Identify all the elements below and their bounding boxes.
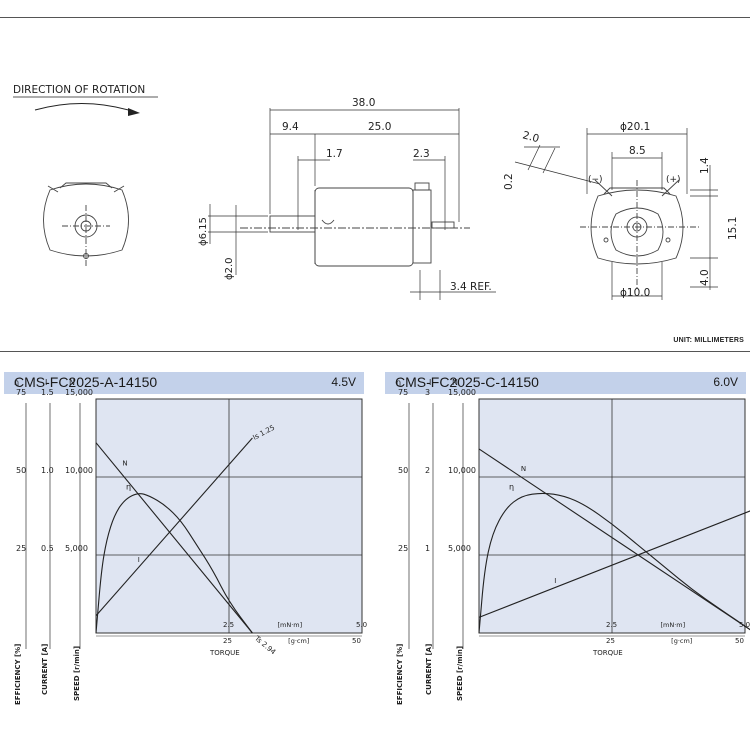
- top-rule: [0, 17, 750, 18]
- dim-shaft-small-dia: ϕ2.0: [224, 258, 235, 281]
- voltage: 6.0V: [713, 375, 738, 389]
- x-unit-top: [mN·m]: [661, 621, 686, 629]
- plot-area: [95, 398, 363, 634]
- middle-rule: [0, 351, 750, 352]
- dim-boss-dia: ϕ10.0: [620, 287, 650, 299]
- tick-cur: 1: [425, 544, 430, 553]
- front-dim-lines: [514, 128, 718, 300]
- tick-spd: 5,000: [65, 544, 88, 553]
- x-tick-top: 2.5: [606, 621, 617, 629]
- tick-spd: 5,000: [448, 544, 471, 553]
- x-tick-bot: 25: [606, 637, 615, 645]
- x-tick-bot: 50: [352, 637, 361, 645]
- x-unit-top: [mN·m]: [278, 621, 303, 629]
- tick-cur: 1.0: [41, 466, 54, 475]
- label-i: I: [138, 556, 140, 564]
- motor-dimension-drawing: DIRECTION OF ROTATION: [13, 84, 739, 300]
- rotation-arrow-icon: [34, 102, 136, 113]
- tick-eff: 25: [398, 544, 408, 553]
- tick-spd: 10,000: [448, 466, 476, 475]
- ylabel-cur: CURRENT [A]: [41, 644, 49, 695]
- voltage: 4.5V: [331, 375, 356, 389]
- ylabel-spd: SPEED [r/min]: [456, 646, 464, 701]
- speed-line: [95, 442, 253, 634]
- label-i: I: [554, 577, 556, 585]
- dim-shaft-dia: ϕ6.15: [198, 217, 209, 246]
- dim-ref: 3.4 REF.: [450, 281, 492, 293]
- label-eta: η: [126, 483, 131, 492]
- dim-terminal-gap: 8.5: [629, 145, 646, 157]
- panel-header-a: CMS-FC2025-A-14150 4.5V: [4, 372, 364, 394]
- plot-area: [478, 398, 746, 634]
- tick-spd: 10,000: [65, 466, 93, 475]
- efficiency-curve: [478, 492, 750, 634]
- front-view-left: [43, 182, 129, 268]
- label-is: Is 1.25: [252, 424, 277, 442]
- direction-label: DIRECTION OF ROTATION: [13, 84, 145, 96]
- dim-terminal-t: 0.2: [503, 173, 515, 190]
- side-view: [240, 182, 470, 267]
- x-tick-bot: 50: [735, 637, 744, 645]
- unit-note: UNIT: MILLIMETERS: [673, 337, 744, 344]
- front-view-right: [580, 179, 700, 290]
- x-tick-top: 5.0: [739, 621, 750, 629]
- current-line: [478, 510, 750, 618]
- ylabel-spd: SPEED [r/min]: [73, 646, 81, 701]
- x-tick-top: 5.0: [356, 621, 367, 629]
- dim-shaft-length: 9.4: [282, 121, 299, 133]
- ylabel-eff: EFFICIENCY [%]: [396, 644, 404, 705]
- dim-height-mid: 15.1: [727, 217, 739, 240]
- model-name: CMS-FC2025-A-14150: [14, 374, 158, 390]
- x-tick-top: 2.5: [223, 621, 234, 629]
- terminal-pos: (+): [666, 175, 681, 185]
- x-tick-bot: 25: [223, 637, 232, 645]
- xlabel: TORQUE: [209, 649, 240, 657]
- ylabel-cur: CURRENT [A]: [425, 644, 433, 695]
- model-name: CMS-FC2025-C-14150: [395, 374, 539, 390]
- tick-cur: 2: [425, 466, 430, 475]
- dim-height-top: 1.4: [699, 157, 711, 174]
- dim-1-7: 1.7: [326, 148, 343, 160]
- x-unit-bot: [g·cm]: [671, 637, 692, 645]
- ylabel-eff: EFFICIENCY [%]: [14, 644, 22, 705]
- tick-eff: 25: [16, 544, 26, 553]
- dim-height-bot: 4.0: [699, 269, 711, 286]
- efficiency-curve: [95, 493, 253, 634]
- dim-total-length: 38.0: [352, 97, 375, 109]
- tick-cur: 0.5: [41, 544, 54, 553]
- dim-2-3: 2.3: [413, 148, 430, 160]
- dim-terminal-w: 2.0: [521, 129, 540, 145]
- dim-body-dia: ϕ20.1: [620, 121, 650, 133]
- current-line: [95, 437, 253, 617]
- label-ts: Ts 2.94: [252, 634, 277, 657]
- x-unit-bot: [g·cm]: [288, 637, 309, 645]
- label-n: N: [122, 459, 127, 467]
- dim-body-length: 25.0: [368, 121, 391, 133]
- tick-eff: 50: [398, 466, 408, 475]
- terminal-neg: (−): [588, 175, 603, 185]
- xlabel: TORQUE: [592, 649, 623, 657]
- label-n: N: [521, 465, 526, 473]
- tick-eff: 50: [16, 466, 26, 475]
- speed-line: [478, 448, 750, 631]
- label-eta: η: [509, 483, 514, 492]
- panel-header-c: CMS-FC2025-C-14150 6.0V: [385, 372, 746, 394]
- side-dim-lines: [208, 108, 496, 300]
